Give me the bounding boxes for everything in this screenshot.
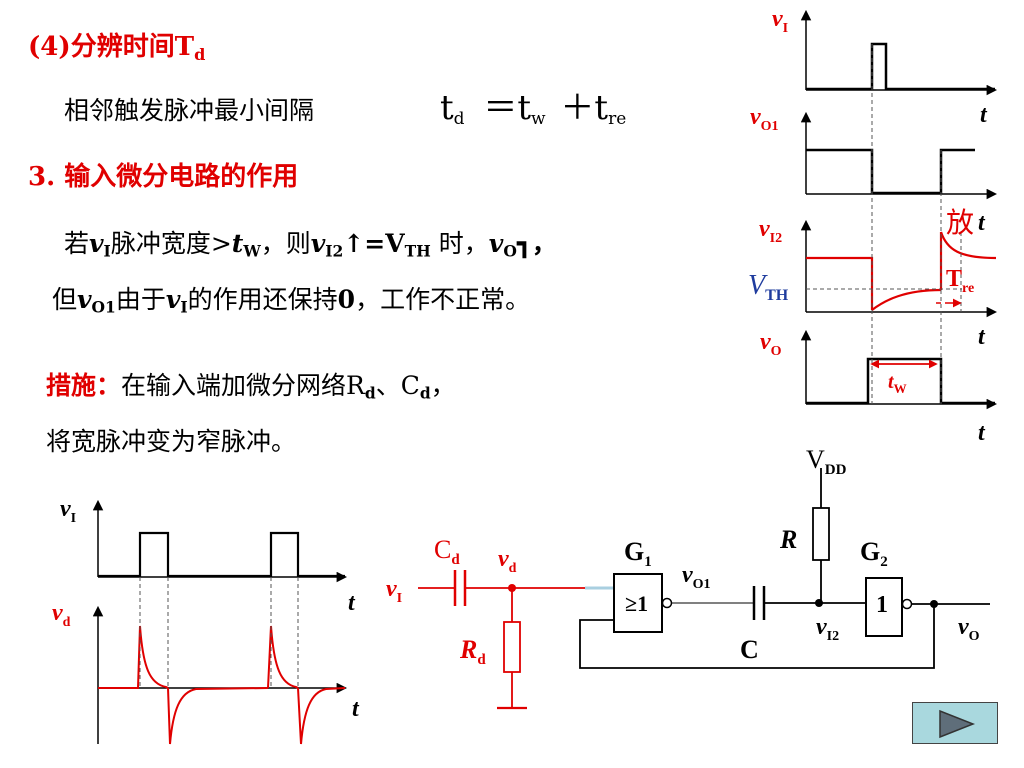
vO-axis: [800, 329, 998, 410]
vI-wave: [806, 42, 995, 91]
vd-spikes: [98, 625, 346, 745]
label-t-1: t: [980, 102, 988, 128]
measure-line: 措施：在输入端加微分网络Rd、Cd，: [46, 371, 456, 403]
equation-td: td ＝tw ＋tre: [440, 88, 627, 130]
paragraph-1: 若vI脉冲宽度>tW，则vI2↑=VTH 时，vO┓，: [64, 229, 557, 261]
vI2-discharge-curve: [939, 231, 997, 260]
label-vO: vO: [760, 329, 782, 359]
label-vI: vI: [772, 6, 788, 36]
resistor-r: [812, 507, 830, 561]
heading-input-differentiator: 3. 输入微分电路的作用: [28, 162, 299, 192]
label-diff-vI: vI: [60, 496, 76, 526]
label-vO1: vO1: [682, 562, 711, 592]
label-g1: G1: [624, 537, 652, 570]
label-tre: Tre: [946, 266, 974, 296]
label-r: R: [779, 525, 797, 554]
label-diff-t-1: t: [348, 590, 356, 616]
label-vth: VTH: [748, 270, 789, 304]
label-circuit-vI: vI: [386, 576, 402, 606]
label-vdd: VDD: [806, 445, 847, 478]
label-vI2: vI2: [816, 614, 839, 644]
label-vI2: vI2: [759, 216, 782, 246]
label-c: C: [740, 635, 759, 664]
timing-diagram: vI t vO1 vI2 放 t VTH Tre vO t tW t: [748, 6, 998, 446]
label-vO: vO: [958, 614, 980, 644]
paragraph-2: 但vO1由于vI的作用还保持0，工作不正常。: [52, 285, 531, 317]
label-t-3: t: [978, 324, 986, 350]
min-interval-text: 相邻触发脉冲最小间隔: [64, 96, 315, 125]
diff-waveform: vI t vd t: [52, 496, 360, 745]
vO1-wave: [806, 148, 975, 195]
label-fang: 放: [946, 207, 974, 239]
label-vO1: vO1: [750, 104, 779, 134]
vI2-wave-high: [806, 256, 874, 310]
label-vd: vd: [498, 546, 517, 576]
vO-wave: [806, 357, 995, 405]
vO1-axis: [800, 111, 998, 200]
heading-resolution-time: (4)分辨时间Td: [28, 32, 206, 64]
gate-g2: [865, 577, 903, 637]
label-t-2: t: [978, 210, 986, 236]
label-gate1-symbol: ≥1: [625, 591, 648, 616]
vI-axis: [800, 9, 998, 96]
label-g2: G2: [860, 537, 888, 570]
label-cd: Cd: [434, 535, 460, 568]
play-triangle-icon: [939, 709, 976, 739]
gate-g1: [613, 573, 663, 633]
label-gate2-symbol: 1: [876, 592, 888, 618]
circuit-diagram: Cd vd vI Rd G1 ≥1 vO1 C VDD R vI2 G2 1 v…: [386, 445, 990, 710]
node-vd: [508, 584, 516, 592]
gate-g1-bubble: [661, 597, 673, 609]
label-rd: Rd: [459, 635, 486, 668]
label-t-4: t: [978, 420, 986, 446]
vI2-recovery-curve: [871, 288, 942, 311]
label-diff-vd: vd: [52, 600, 71, 630]
label-tw: tW: [888, 371, 907, 396]
feedback-wire: [579, 604, 935, 669]
next-slide-button[interactable]: [912, 702, 998, 744]
gate-g2-bubble: [901, 598, 913, 610]
vI-pulse-train: [98, 531, 345, 578]
input-rc-network: [418, 570, 585, 710]
label-diff-t-2: t: [352, 696, 360, 722]
measure-line-2: 将宽脉冲变为窄脉冲。: [46, 427, 297, 456]
